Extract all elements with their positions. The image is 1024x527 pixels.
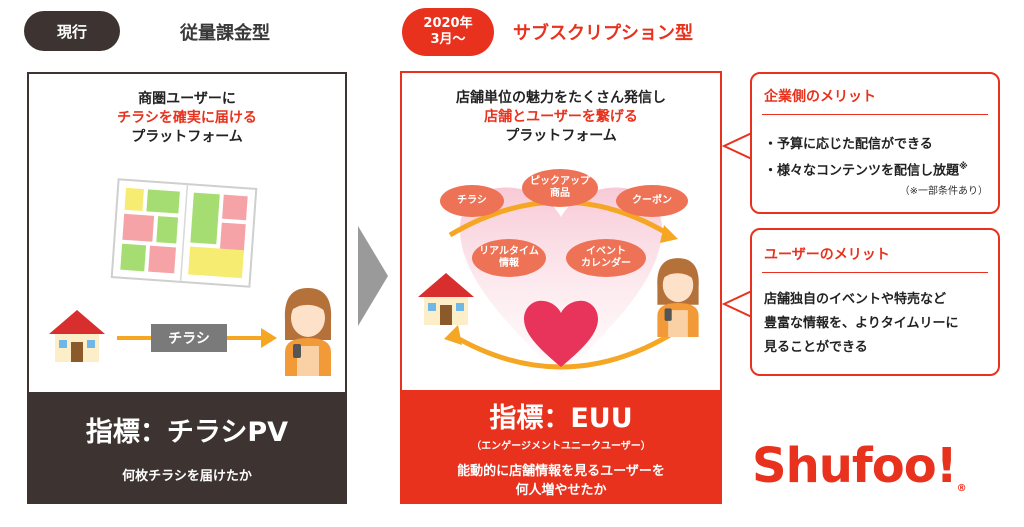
current-plan-title: 従量課金型 <box>180 23 270 44</box>
house-icon <box>49 310 105 362</box>
new-plan-title: サブスクリプション型 <box>513 23 693 44</box>
new-tag: 2020年 3月〜 <box>402 8 494 56</box>
new-headline-line3: プラットフォーム <box>505 128 617 144</box>
company-merit-item2: ・様々なコンテンツを配信し放題※ <box>764 156 968 182</box>
bubble-coupon: クーポン <box>616 185 688 217</box>
transition-chevron-icon <box>358 226 388 326</box>
company-merit-note-mark: ※ <box>959 162 968 172</box>
current-kpi-block: 指標：チラシPV 何枚チラシを届けたか <box>29 392 345 502</box>
new-kpi-desc-line2: 何人増やせたか <box>515 483 607 498</box>
new-kpi: 指標：EUU <box>489 403 633 434</box>
logo-registered-mark: ® <box>956 483 967 494</box>
user-merit-text: 店舗独自のイベントや特売など 豊富な情報を、よりタイムリーに 見ることができる <box>764 288 958 360</box>
current-kpi: 指標：チラシPV <box>85 417 289 448</box>
company-merit-title: 企業側のメリット <box>764 89 876 105</box>
flyer-illustration <box>110 178 258 288</box>
current-kpi-desc: 何枚チラシを届けたか <box>122 469 252 484</box>
user-merit-title: ユーザーのメリット <box>764 247 890 263</box>
current-tag: 現行 <box>24 11 120 51</box>
new-tag-month: 3月〜 <box>430 32 466 47</box>
current-headline-line3: プラットフォーム <box>131 129 243 145</box>
user-merit-line1: 店舗独自のイベントや特売など <box>764 292 947 307</box>
current-headline-line2: チラシを確実に届ける <box>117 110 257 126</box>
user-merit-rule <box>762 272 988 273</box>
new-model-panel: 店舗単位の魅力をたくさん発信し 店舗とユーザーを繋げる プラットフォーム チラシ… <box>400 71 722 504</box>
current-headline: 商圏ユーザーに チラシを確実に届ける プラットフォーム <box>29 90 345 147</box>
new-kpi-block: 指標：EUU （エンゲージメントユニークユーザー） 能動的に店舗情報を見るユーザ… <box>402 390 720 502</box>
company-merit-item1: ・予算に応じた配信ができる <box>764 137 933 152</box>
company-merit-rule <box>762 114 988 115</box>
bubble-flyer: チラシ <box>440 185 504 217</box>
user-icon <box>284 288 332 376</box>
shufoo-logo: Shufoo!® <box>752 438 967 494</box>
store-house-icon <box>418 273 474 325</box>
new-kpi-desc-line1: 能動的に店舗情報を見るユーザーを <box>457 464 665 479</box>
new-headline: 店舗単位の魅力をたくさん発信し 店舗とユーザーを繋げる プラットフォーム <box>402 89 720 146</box>
flyer-label: チラシ <box>151 324 227 352</box>
bubble-pickup: ピックアップ 商品 <box>522 169 598 207</box>
user-merit-line2: 豊富な情報を、よりタイムリーに <box>764 316 959 331</box>
new-headline-line2: 店舗とユーザーを繋げる <box>484 109 638 125</box>
new-headline-line1: 店舗単位の魅力をたくさん発信し <box>456 90 666 106</box>
current-headline-line1: 商圏ユーザーに <box>138 91 236 107</box>
new-kpi-sub: （エンゲージメントユニークユーザー） <box>471 441 651 452</box>
engagement-cycle-illustration <box>444 187 678 377</box>
arrow-right-icon <box>261 328 277 348</box>
logo-text: Shufoo! <box>752 438 958 494</box>
current-model-panel: 商圏ユーザーに チラシを確実に届ける プラットフォーム チラ <box>27 72 347 504</box>
user-merit-line3: 見ることができる <box>764 340 868 355</box>
app-user-icon <box>657 258 699 337</box>
user-merit-box: ユーザーのメリット 店舗独自のイベントや特売など 豊富な情報を、よりタイムリーに… <box>750 228 1000 376</box>
company-merit-box: 企業側のメリット ・予算に応じた配信ができる ・様々なコンテンツを配信し放題※ … <box>750 72 1000 214</box>
company-merit-item2-text: ・様々なコンテンツを配信し放題 <box>764 163 960 179</box>
company-merit-note: （※一部条件あり） <box>899 186 988 197</box>
new-kpi-desc: 能動的に店舗情報を見るユーザーを 何人増やせたか <box>402 462 720 500</box>
new-tag-year: 2020年 <box>423 16 473 31</box>
bubble-realtime: リアルタイム 情報 <box>472 239 546 277</box>
bubble-event: イベント カレンダー <box>566 239 646 277</box>
